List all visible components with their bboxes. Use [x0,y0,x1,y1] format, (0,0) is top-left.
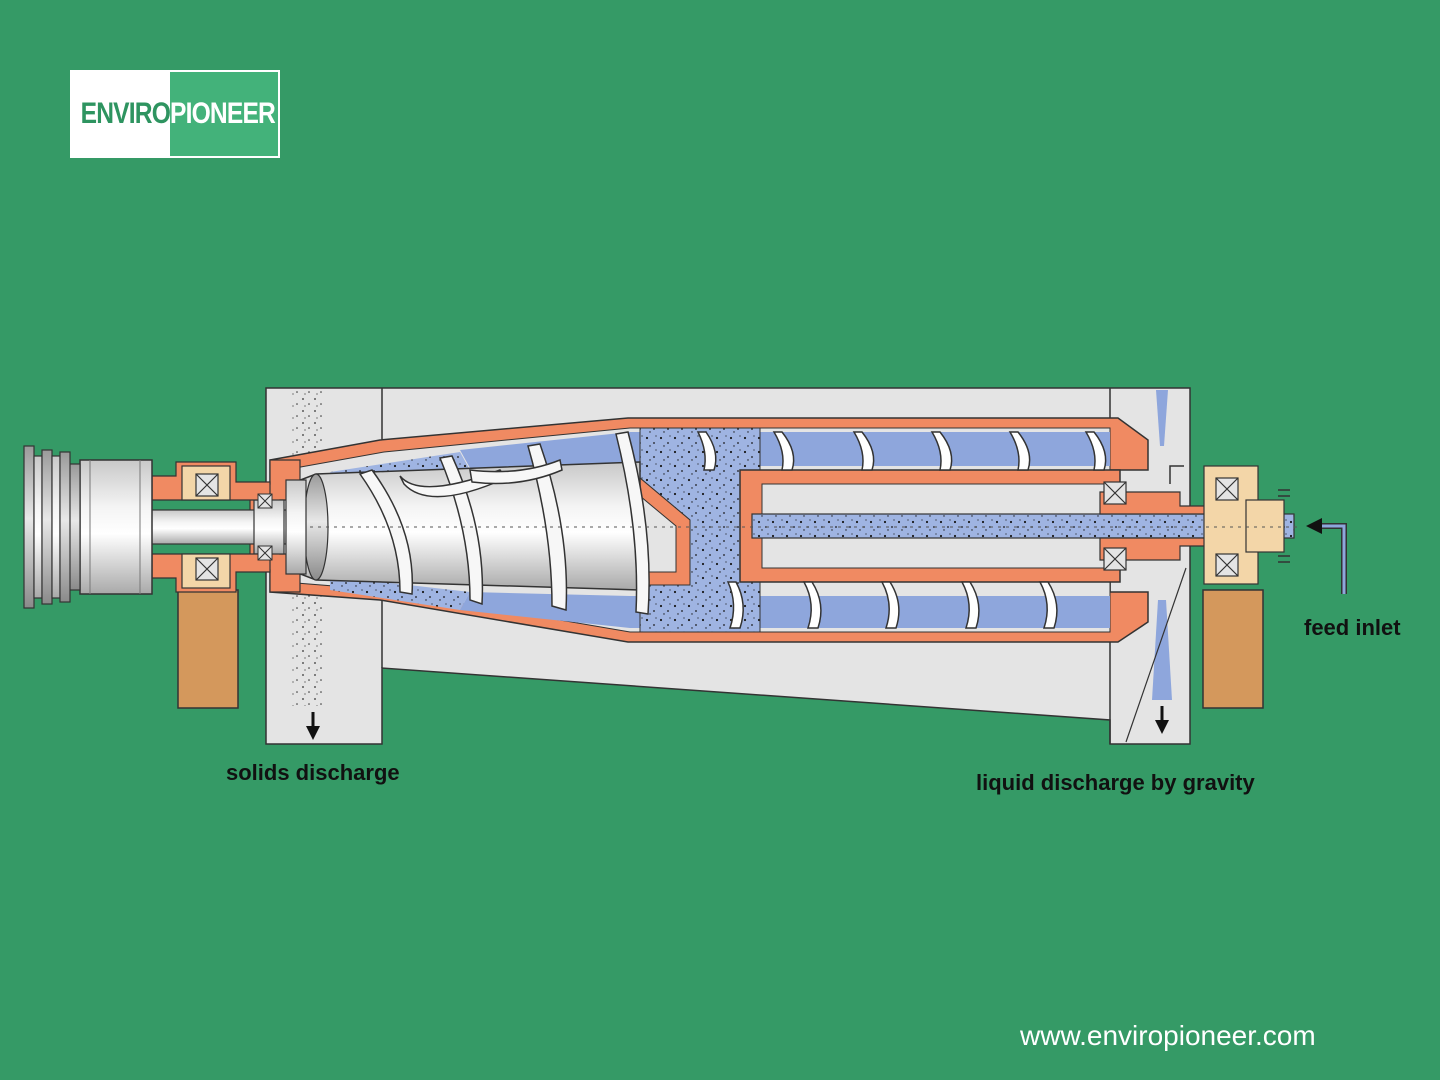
feed-inlet-arrow [1306,518,1347,594]
solids-discharge-arrow [306,712,320,740]
liquid-jet-bottom [1152,600,1172,700]
logo-right-panel: PIONEER [170,72,278,156]
logo-left-panel: ENVIRO [72,72,171,156]
liquid-discharge-arrow [1155,706,1169,734]
scroll-flights [696,431,1107,629]
logo-text-left: ENVIRO [80,97,171,130]
logo-text-right: PIONEER [170,97,276,130]
company-logo: ENVIRO PIONEER [70,70,280,158]
cone-helix [358,431,650,615]
liquid-pool-bottom [460,592,1110,628]
gearbox [79,459,153,595]
liquid-discharge-label: liquid discharge by gravity [976,770,1255,795]
liquid-jet-top [1156,390,1168,446]
solids-discharge-label: solids discharge [226,760,400,785]
right-foundation [1202,589,1264,709]
drive-pulley [23,445,71,609]
website-url[interactable]: www.enviropioneer.com [1020,1020,1316,1051]
feed-inlet-label: feed inlet [1304,615,1401,640]
left-foundation [177,589,239,709]
solids-cake-bottom [330,576,470,610]
